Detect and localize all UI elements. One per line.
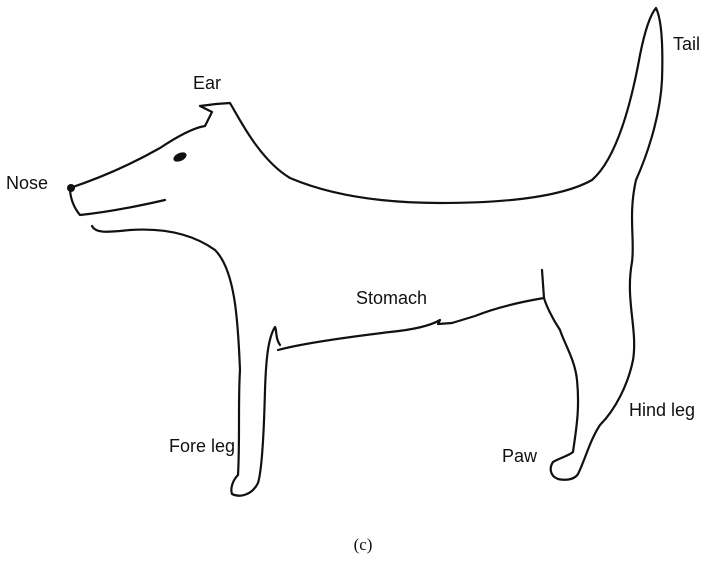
label-fore-leg: Fore leg xyxy=(169,436,235,456)
label-stomach: Stomach xyxy=(356,288,427,308)
dog-back-outline xyxy=(70,8,662,262)
dog-nose-dot xyxy=(67,184,75,192)
label-hind-leg: Hind leg xyxy=(629,400,695,420)
dog-hind-leg-outline xyxy=(542,262,634,480)
label-ear: Ear xyxy=(193,73,221,93)
label-nose: Nose xyxy=(6,173,48,193)
dog-eye xyxy=(172,150,188,163)
dog-muzzle-outline xyxy=(70,188,165,215)
figure-caption: (c) xyxy=(354,535,373,554)
label-tail: Tail xyxy=(673,34,700,54)
label-paw: Paw xyxy=(502,446,538,466)
